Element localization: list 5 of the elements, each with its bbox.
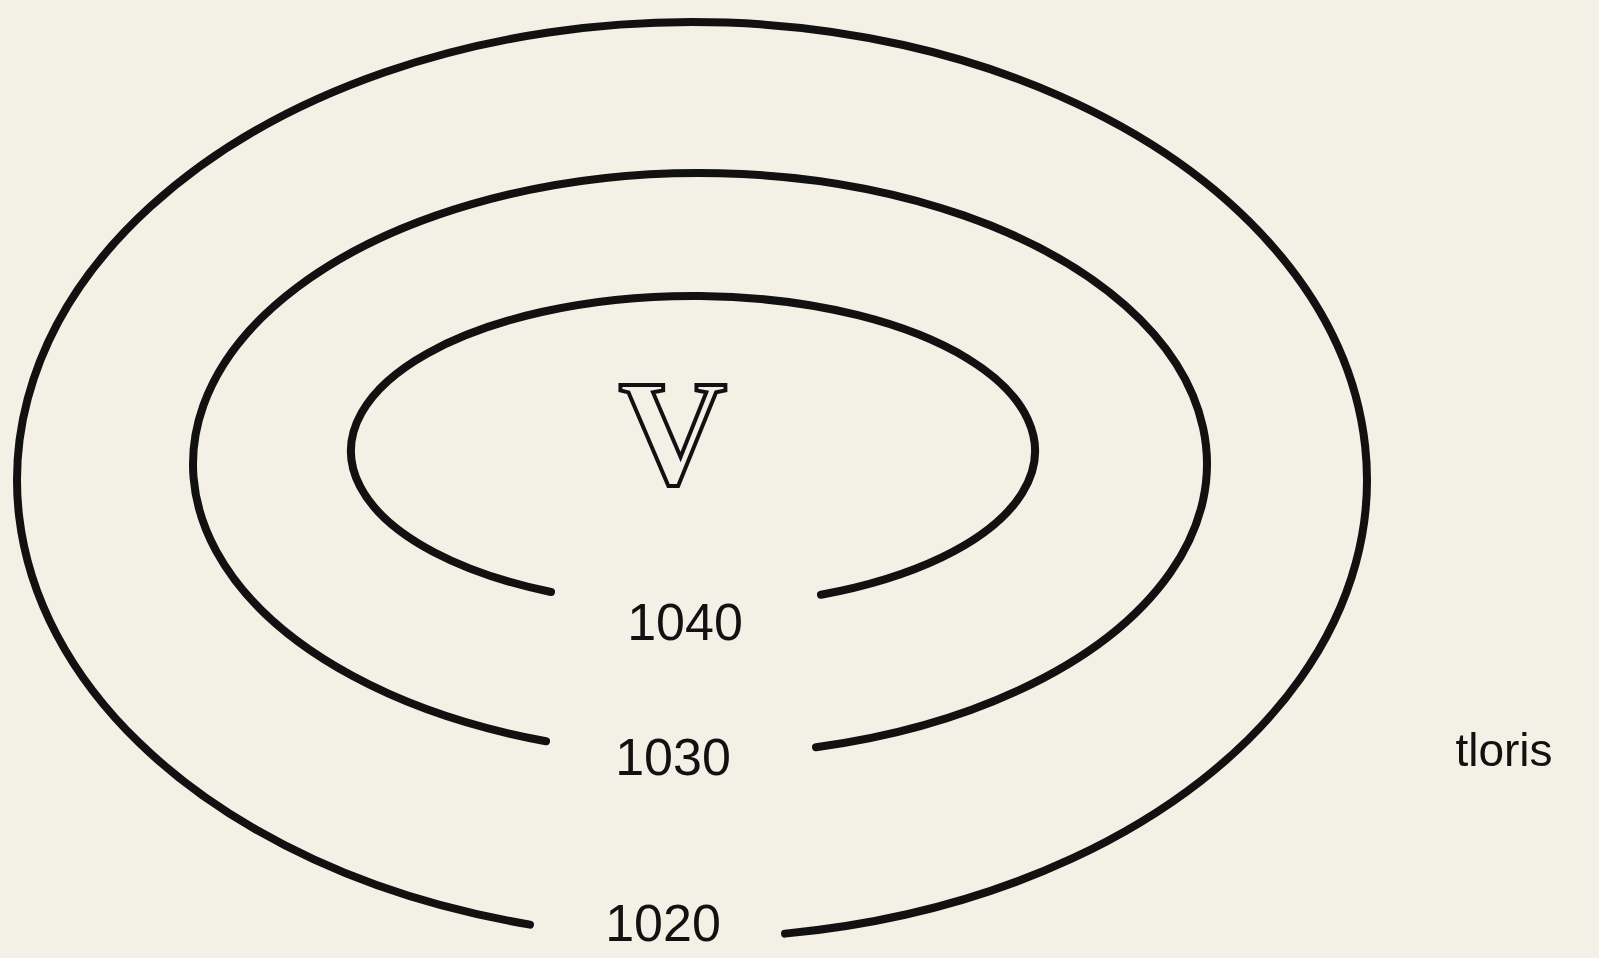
pressure-value: 1030 <box>615 731 731 783</box>
pressure-value: 1020 <box>605 897 721 949</box>
pressure-value: 1040 <box>627 596 743 648</box>
high-pressure-symbol: V <box>618 358 728 508</box>
map-label: tloris <box>1455 727 1553 773</box>
